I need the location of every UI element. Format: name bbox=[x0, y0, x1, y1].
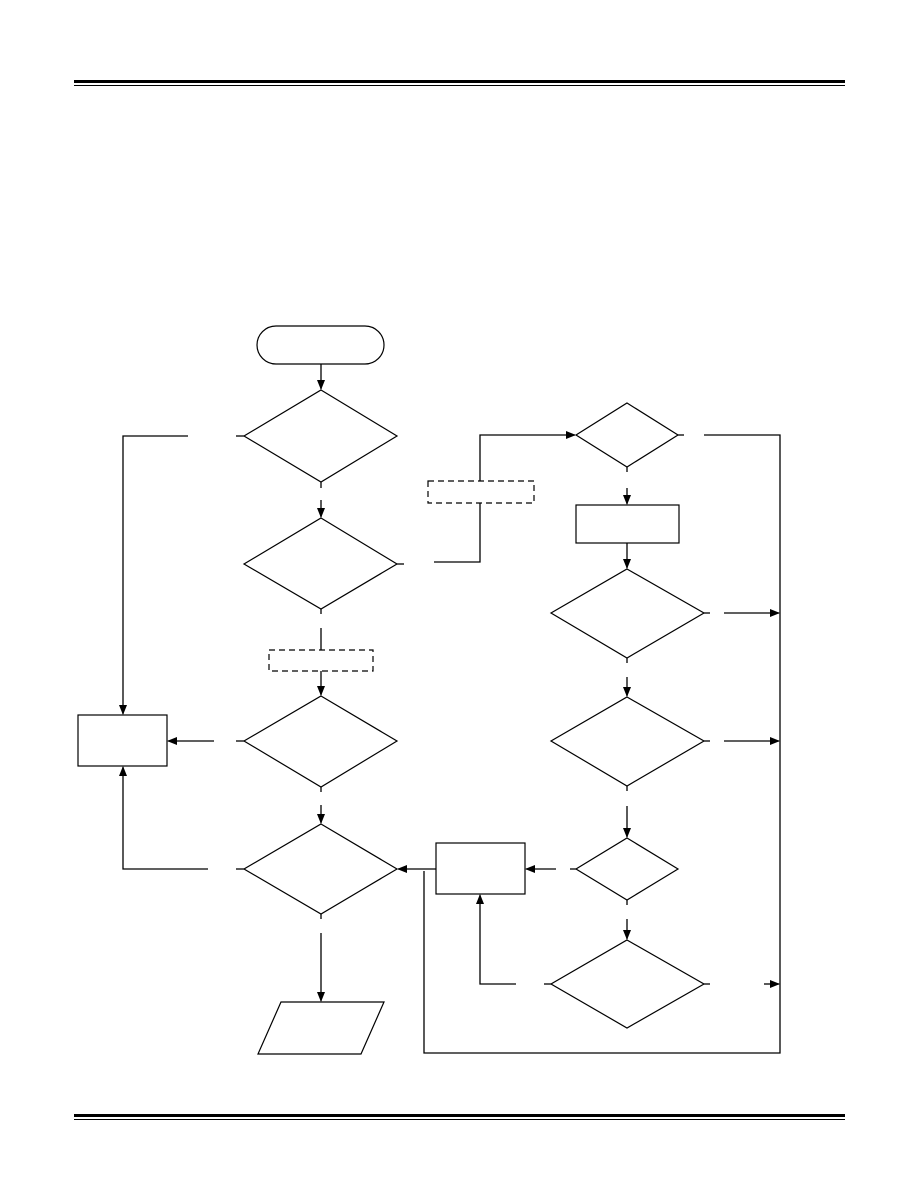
right-decision-5-diamond bbox=[549, 939, 706, 1029]
header-rule bbox=[74, 80, 845, 86]
right-process-box bbox=[575, 504, 680, 544]
start-terminator bbox=[256, 325, 385, 365]
decision-2-diamond bbox=[242, 517, 399, 610]
right-decision-4-diamond bbox=[574, 837, 680, 901]
right-decision-2-diamond bbox=[549, 568, 706, 659]
right-decision-3-diamond bbox=[549, 696, 706, 787]
decision-4-diamond bbox=[242, 823, 399, 915]
right-decision-1-diamond bbox=[574, 402, 680, 468]
dashed-1-to-right-d1 bbox=[479, 431, 576, 481]
dashed-box-1 bbox=[427, 480, 535, 504]
decision-3-diamond bbox=[242, 695, 399, 788]
middle-process-box bbox=[435, 842, 526, 895]
d2-to-dashed-1 bbox=[434, 503, 481, 563]
d4-to-left-process bbox=[119, 766, 208, 870]
right-bus-line bbox=[423, 434, 781, 1054]
rd5-to-middle-process bbox=[476, 894, 516, 985]
dashed-box-2 bbox=[268, 649, 374, 672]
decision-1-diamond bbox=[242, 389, 399, 483]
left-process-box bbox=[77, 714, 168, 767]
d1-to-left-process bbox=[119, 435, 188, 715]
footer-rule bbox=[74, 1114, 845, 1120]
output-parallelogram bbox=[257, 1001, 385, 1055]
